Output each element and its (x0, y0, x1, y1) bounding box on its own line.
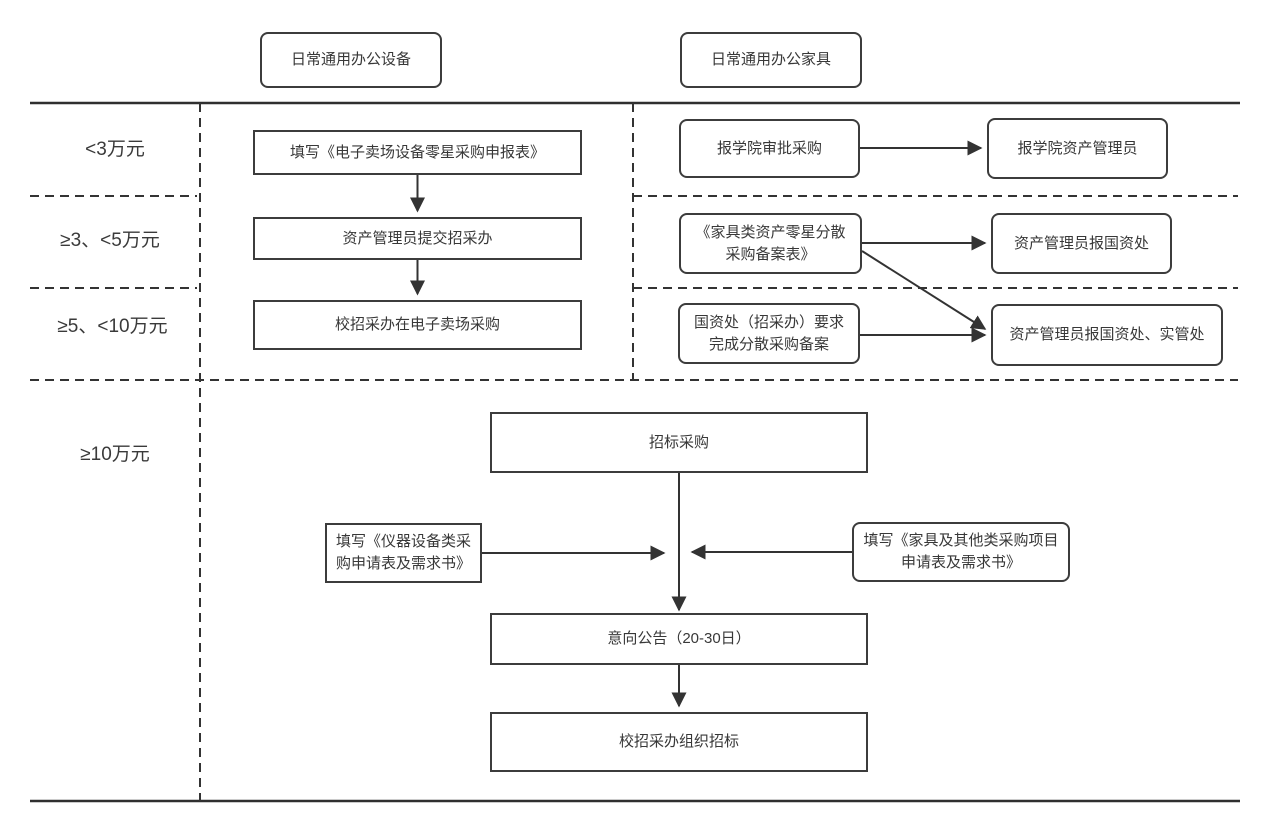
node-tender-equipment-form: 填写《仪器设备类采购申请表及需求书》 (325, 523, 482, 583)
node-fu-record-form: 《家具类资产零星分散采购备案表》 (679, 213, 862, 274)
row-label-50k-100k: ≥5、<10万元 (57, 315, 168, 337)
node-fu-report-guozichu: 资产管理员报国资处 (991, 213, 1172, 274)
node-intent-announcement: 意向公告（20-30日） (490, 613, 868, 665)
node-tender-purchase: 招标采购 (490, 412, 868, 473)
node-eq-asset-manager-submit: 资产管理员提交招采办 (253, 217, 582, 260)
node-eq-declaration-form: 填写《电子卖场设备零星采购申报表》 (253, 130, 582, 175)
node-fu-college-approval: 报学院审批采购 (679, 119, 860, 178)
row-label-under-30k: <3万元 (85, 138, 145, 160)
node-organize-tender: 校招采办组织招标 (490, 712, 868, 772)
node-fu-college-asset-manager: 报学院资产管理员 (987, 118, 1168, 179)
arrow-fu-r2-to-r3 (861, 250, 987, 330)
node-fu-report-guozichu-shiguanchu: 资产管理员报国资处、实管处 (991, 304, 1223, 366)
node-eq-emall-purchase: 校招采办在电子卖场采购 (253, 300, 582, 350)
row-label-30k-50k: ≥3、<5万元 (60, 229, 160, 251)
row-label-over-100k: ≥10万元 (80, 443, 150, 465)
header-office-equipment: 日常通用办公设备 (260, 32, 442, 88)
node-fu-guozichu-requirement: 国资处（招采办）要求完成分散采购备案 (678, 303, 860, 364)
header-office-furniture: 日常通用办公家具 (680, 32, 862, 88)
node-tender-furniture-form: 填写《家具及其他类采购项目申请表及需求书》 (852, 522, 1070, 582)
